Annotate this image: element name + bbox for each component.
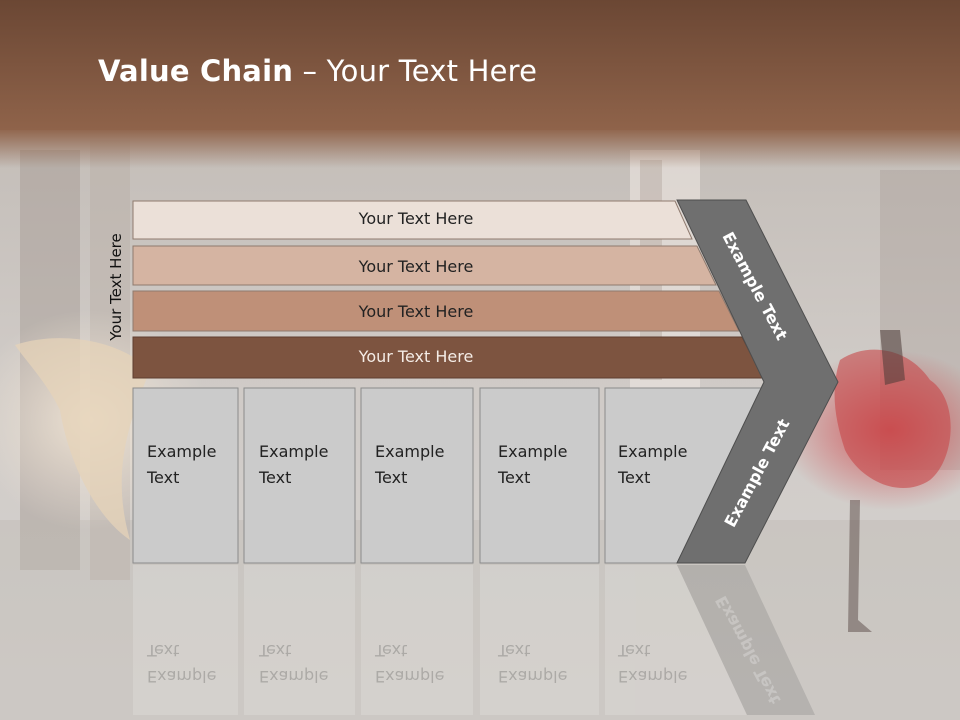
box-1-line1: Example [147,442,217,461]
row-3-label: Your Text Here [358,302,474,321]
diagram-reflection [133,565,747,715]
row-4-label: Your Text Here [358,347,474,366]
box-5-line1: Example [618,442,688,461]
row-1-bar[interactable] [132,200,693,240]
chevron-reflection [677,565,815,715]
row-2-bar[interactable] [132,245,717,286]
box-1[interactable] [132,387,239,564]
title-bold: Value Chain [98,54,294,88]
box-5-line2: Text [618,468,651,487]
box-2-line2: Text [259,468,292,487]
row-2-label: Your Text Here [358,257,474,276]
box-4-line2: Text [498,468,531,487]
box-4-line1: Example [498,442,568,461]
chevron-shape[interactable] [676,199,839,564]
slide-title: Value Chain – Your Text Here [98,54,537,88]
box-1-line2: Text [147,468,180,487]
title-rest: – Your Text Here [293,54,538,88]
row-1-label: Your Text Here [358,209,474,228]
box-2-line1: Example [259,442,329,461]
box-3-line2: Text [375,468,408,487]
side-label: Your Text Here [107,233,125,341]
box-2[interactable] [243,387,356,564]
box-4[interactable] [479,387,600,564]
row-3-bar[interactable] [132,290,740,332]
box-3-line1: Example [375,442,445,461]
box-3[interactable] [360,387,474,564]
